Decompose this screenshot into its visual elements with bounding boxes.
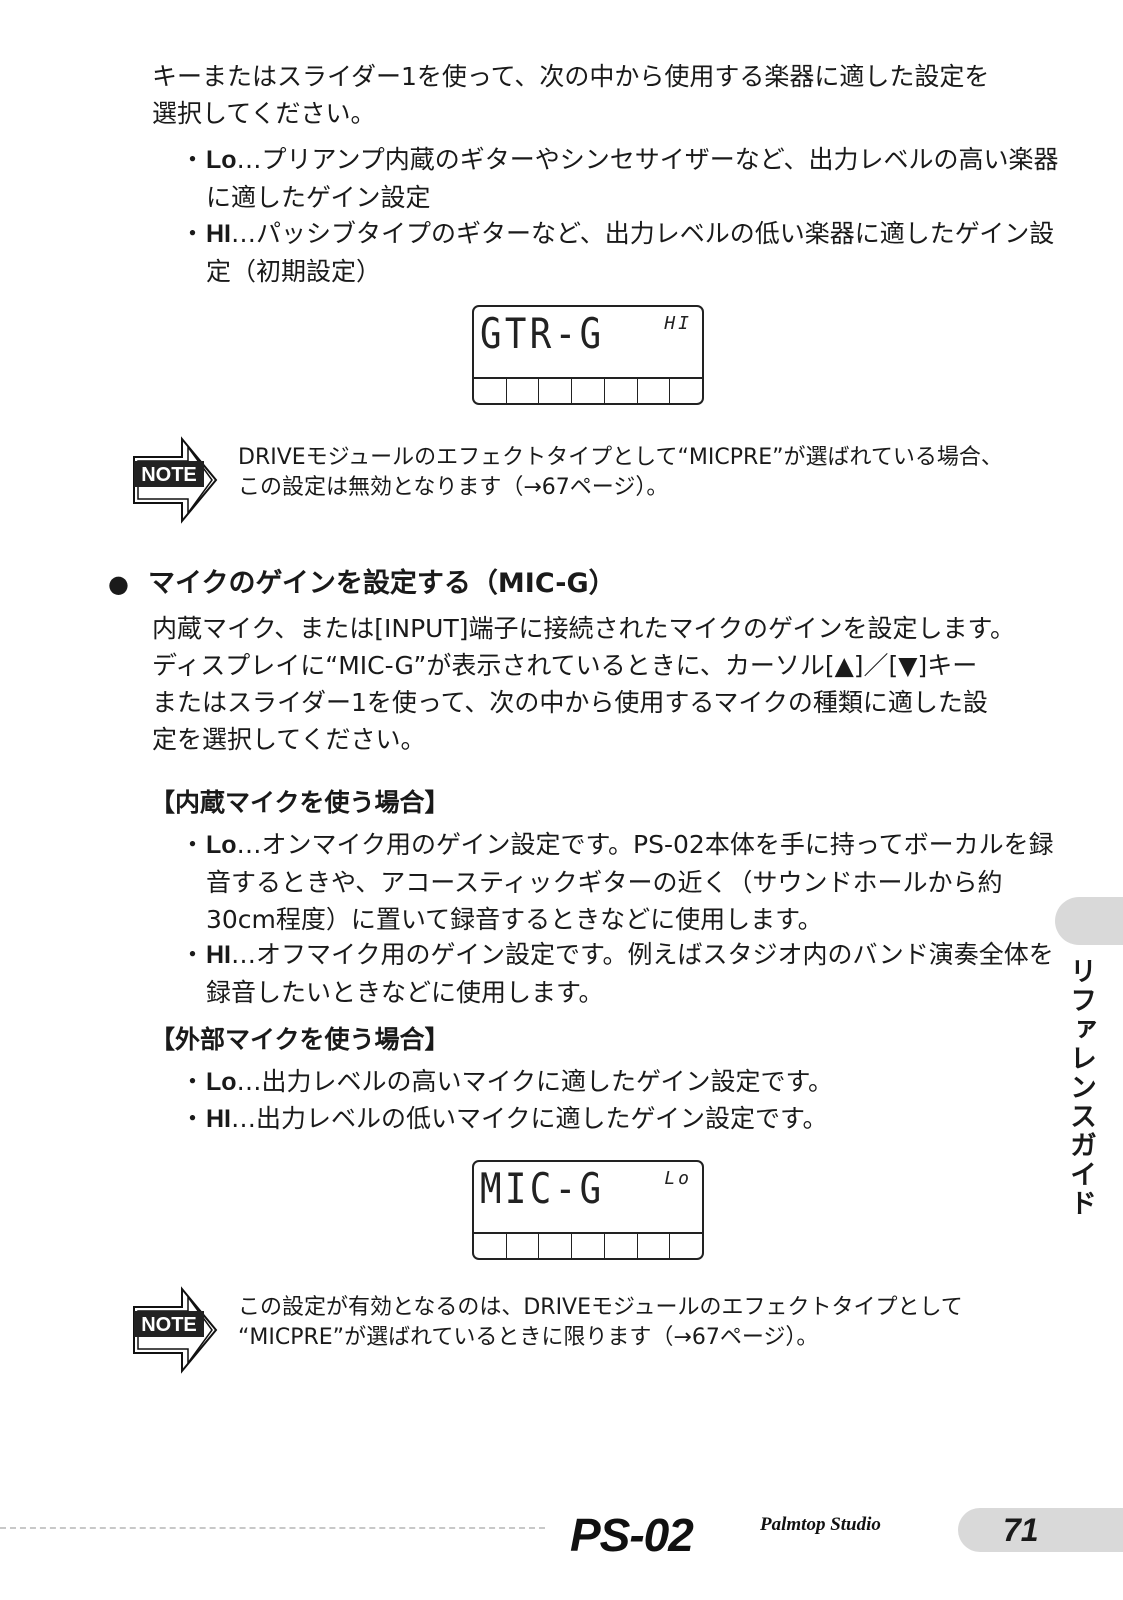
list-item: ・ HI…パッシブタイプのギターなど、出力レベルの低い楽器に適したゲイン設定（初… xyxy=(180,219,1055,286)
note-line: この設定が有効となるのは、DRIVEモジュールのエフェクトタイプとして xyxy=(238,1295,963,1320)
lcd-display: MIC-G Lo xyxy=(472,1160,704,1260)
side-tab-label: リファレンスガイド xyxy=(1065,957,1096,1218)
option-key: HI xyxy=(206,220,231,248)
page-number-tab xyxy=(958,1508,1123,1552)
lcd-main-text: MIC-G xyxy=(480,1164,605,1213)
page-number: 71 xyxy=(1003,1512,1039,1548)
option-key: Lo xyxy=(206,831,237,859)
note-line: この設定は無効となります（→67ページ）。 xyxy=(238,475,669,500)
note-label: NOTE xyxy=(141,1314,197,1336)
section-heading: ● マイクのゲインを設定する（MIC-G） xyxy=(108,566,616,602)
option-text: …プリアンプ内蔵のギターやシンセサイザーなど、出力レベルの高い楽器に適したゲイン… xyxy=(206,145,1059,212)
option-text: …オンマイク用のゲイン設定です。PS-02本体を手に持ってボーカルを録音するとき… xyxy=(206,830,1054,934)
paragraph-line: またはスライダー1を使って、次の中から使用するマイクの種類に適した設 xyxy=(152,688,988,717)
lcd-segment-row xyxy=(474,1232,702,1258)
list-item: ・ HI…出力レベルの低いマイクに適したゲイン設定です。 xyxy=(180,1104,828,1133)
option-text: …出力レベルの低いマイクに適したゲイン設定です。 xyxy=(231,1104,828,1133)
list-item: ・ Lo…オンマイク用のゲイン設定です。PS-02本体を手に持ってボーカルを録音… xyxy=(180,830,1054,934)
lcd-display: GTR-G HI xyxy=(472,305,704,405)
note-text: DRIVEモジュールのエフェクトタイプとして“MICPRE”が選ばれている場合、… xyxy=(238,443,1068,503)
option-key: HI xyxy=(206,1105,231,1133)
option-key: Lo xyxy=(206,146,237,174)
note-line: DRIVEモジュールのエフェクトタイプとして“MICPRE”が選ばれている場合、 xyxy=(238,445,1003,470)
footer-divider xyxy=(0,1527,545,1529)
subheading-internal-mic: 【内蔵マイクを使う場合】 xyxy=(150,788,450,817)
product-logo: PS-02 xyxy=(570,1509,694,1561)
lcd-segment-row xyxy=(474,377,702,403)
mic-paragraph: 内蔵マイク、または[INPUT]端子に接続されたマイクのゲインを設定します。 デ… xyxy=(152,610,1052,758)
note-label: NOTE xyxy=(141,464,197,486)
subheading-external-mic: 【外部マイクを使う場合】 xyxy=(150,1025,450,1054)
lcd-sub-text: Lo xyxy=(664,1168,692,1189)
list-item: ・ HI…オフマイク用のゲイン設定です。例えばスタジオ内のバンド演奏全体を録音し… xyxy=(180,940,1054,1007)
note-icon: NOTE xyxy=(133,1286,218,1374)
option-text: …パッシブタイプのギターなど、出力レベルの低い楽器に適したゲイン設定（初期設定） xyxy=(206,219,1055,286)
intro-line: 選択してください。 xyxy=(152,99,376,128)
note-text: この設定が有効となるのは、DRIVEモジュールのエフェクトタイプとして “MIC… xyxy=(238,1293,1068,1353)
list-item: ・ Lo…プリアンプ内蔵のギターやシンセサイザーなど、出力レベルの高い楽器に適し… xyxy=(180,145,1059,212)
note-icon: NOTE xyxy=(133,436,218,524)
intro-line: キーまたはスライダー1を使って、次の中から使用する楽器に適した設定を xyxy=(152,62,990,91)
paragraph-line: ディスプレイに“MIC-G”が表示されているときに、カーソル[▲]／[▼]キー xyxy=(152,651,978,680)
lcd-sub-text: HI xyxy=(664,313,692,334)
option-text: …出力レベルの高いマイクに適したゲイン設定です。 xyxy=(236,1067,834,1096)
note-line: “MICPRE”が選ばれているときに限ります（→67ページ）。 xyxy=(238,1325,819,1350)
intro-paragraph: キーまたはスライダー1を使って、次の中から使用する楽器に適した設定を 選択してく… xyxy=(152,58,1052,132)
side-tab xyxy=(1055,897,1123,945)
section-title: マイクのゲインを設定する（MIC-G） xyxy=(148,568,616,599)
product-subtitle: Palmtop Studio xyxy=(760,1514,881,1535)
lcd-main-text: GTR-G xyxy=(480,309,605,358)
bullet-circle: ● xyxy=(108,570,129,598)
paragraph-line: 定を選択してください。 xyxy=(152,725,426,754)
option-key: Lo xyxy=(206,1068,237,1096)
option-text: …オフマイク用のゲイン設定です。例えばスタジオ内のバンド演奏全体を録音したいとき… xyxy=(206,940,1054,1007)
list-item: ・ Lo…出力レベルの高いマイクに適したゲイン設定です。 xyxy=(180,1067,834,1096)
option-key: HI xyxy=(206,941,231,969)
paragraph-line: 内蔵マイク、または[INPUT]端子に接続されたマイクのゲインを設定します。 xyxy=(152,614,1015,643)
